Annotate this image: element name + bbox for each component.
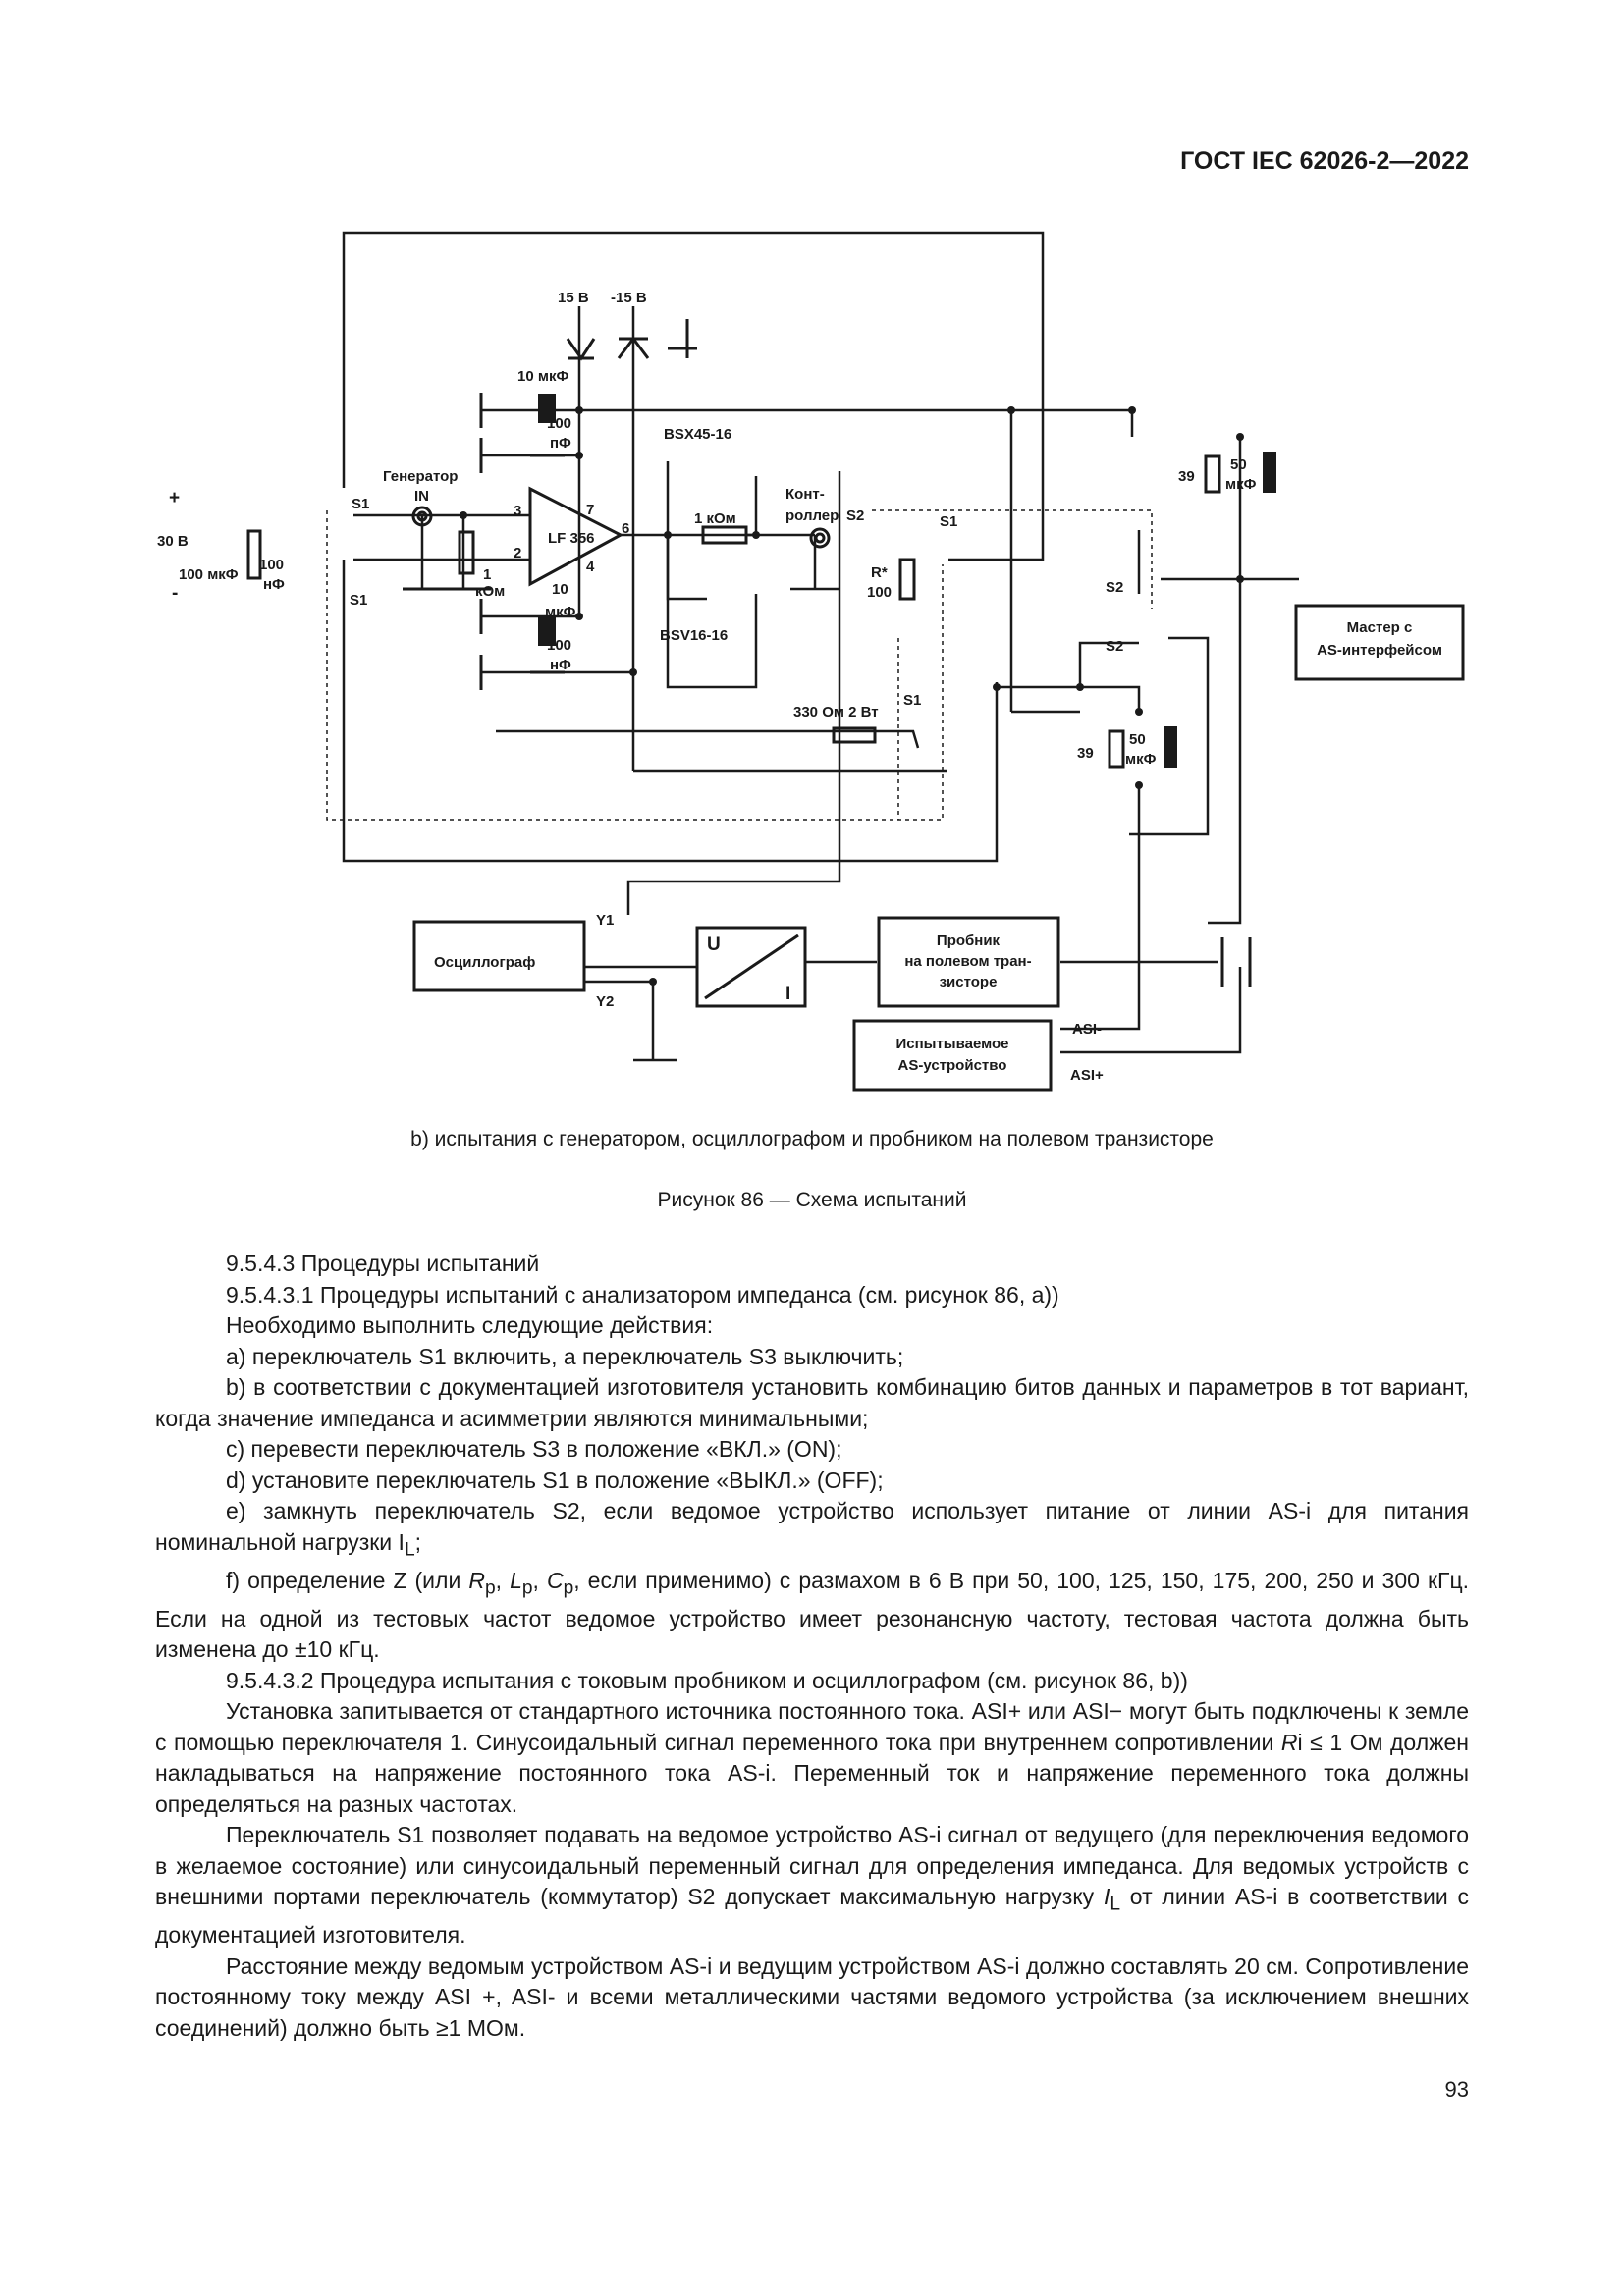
label-gen-in: IN (414, 488, 429, 505)
paragraph-text: i ≤ 1 Ом должен накладываться на напряже… (155, 1729, 1469, 1817)
subscript: p (563, 1577, 574, 1599)
label-pf: пФ (550, 435, 571, 452)
page-number: 93 (1444, 2077, 1469, 2102)
paragraph: Переключатель S1 позволяет подавать на в… (155, 1820, 1469, 1951)
list-item: c) перевести переключатель S3 в положени… (226, 1436, 842, 1462)
label-opamp: LF 356 (548, 530, 595, 547)
label-pin4: 4 (586, 559, 595, 575)
label-nf: нФ (263, 576, 285, 593)
label-kom: кОм (475, 583, 505, 600)
list-item: b) в соответствии с документацией изгото… (155, 1374, 1469, 1431)
label-controller-1: Конт- (785, 486, 825, 503)
list-item-text: f) определение Z (или (226, 1567, 469, 1593)
label-330: 330 Ом 2 Вт (793, 704, 879, 721)
label-y1: Y1 (596, 912, 614, 929)
figure-subcaption: b) испытания с генератором, осциллографо… (410, 1128, 1214, 1150)
dut-box-line2: AS-устройство (898, 1057, 1007, 1074)
paragraph-text: Установка запитывается от стандартного и… (155, 1698, 1469, 1755)
probe-box-line3: зисторе (940, 974, 998, 990)
label-s2-b: S2 (1106, 638, 1123, 655)
label-10uf-top: 10 мкФ (517, 368, 568, 385)
subscript: L (1110, 1894, 1121, 1915)
test-circuit-diagram: 15 В -15 В 10 мкФ 100 пФ BSX45-16 BSV16-… (157, 231, 1465, 1092)
label-39-bottom: 39 (1077, 745, 1094, 762)
label-15v: 15 В (558, 290, 589, 306)
symbol-r: R (1280, 1729, 1298, 1755)
probe-box-line1: Пробник (937, 933, 1001, 949)
label-minus: - (172, 583, 178, 604)
label-1kom: 1 кОм (694, 510, 736, 527)
label-s1-bottom: S1 (903, 692, 921, 709)
symbol-l: L (510, 1567, 522, 1593)
subscript: p (484, 1577, 496, 1599)
label-s1-right: S1 (940, 513, 957, 530)
body-text: 9.5.4.3 Процедуры испытаний 9.5.4.3.1 Пр… (155, 1249, 1469, 2044)
label-pin7: 7 (586, 502, 594, 518)
label-asi-plus: ASI+ (1070, 1067, 1104, 1084)
symbol-i: I (1103, 1884, 1110, 1910)
label-uf: мкФ (545, 604, 576, 620)
label-pin2: 2 (514, 545, 521, 561)
label-s1-a: S1 (352, 496, 369, 512)
converter-u: U (707, 934, 721, 955)
oscilloscope-box: Осциллограф (434, 954, 535, 971)
label-c10: 10 (552, 581, 568, 598)
label-pin3: 3 (514, 503, 521, 519)
label-100uf: 100 мкФ (179, 566, 239, 583)
paragraph: 9.5.4.3 Процедуры испытаний (226, 1251, 540, 1276)
label-r1: 1 (483, 566, 491, 583)
list-item: a) переключатель S1 включить, а переключ… (226, 1343, 904, 1369)
symbol-r: R (468, 1567, 485, 1593)
label-rstar: R* (871, 564, 888, 581)
figure-caption: Рисунок 86 — Схема испытаний (657, 1189, 967, 1211)
paragraph: 9.5.4.3.2 Процедура испытания с токовым … (226, 1667, 1188, 1693)
label-39-top: 39 (1178, 468, 1195, 485)
subscript: p (521, 1577, 533, 1599)
label-controller-2: роллер (785, 507, 839, 524)
label-30v: 30 В (157, 533, 189, 550)
label-minus15v: -15 В (611, 290, 647, 306)
paragraph-text: от линии AS-i в соответствии с документа… (155, 1884, 1469, 1949)
paragraph: Необходимо выполнить следующие действия: (226, 1312, 714, 1338)
probe-box-line2: на полевом тран- (904, 953, 1031, 970)
label-uf-bottom: мкФ (1125, 751, 1157, 768)
label-50-top: 50 (1230, 456, 1247, 473)
list-item: d) установите переключатель S1 в положен… (226, 1467, 884, 1493)
list-item-end: ; (414, 1528, 421, 1555)
dut-box-line1: Испытываемое (895, 1036, 1008, 1052)
subscript: L (404, 1539, 415, 1561)
label-asi-minus: ASI- (1072, 1021, 1102, 1038)
separator: , (532, 1567, 547, 1593)
label-100-nf: 100 (259, 557, 284, 573)
label-nf-b: нФ (550, 657, 571, 673)
label-100-top: 100 (547, 415, 571, 432)
label-c100: 100 (547, 637, 571, 654)
label-y2: Y2 (596, 993, 614, 1010)
list-item-text: , если применимо) с размахом в 6 В при 5… (155, 1567, 1470, 1663)
label-bsv: BSV16-16 (660, 627, 728, 644)
symbol-c: C (546, 1567, 564, 1593)
converter-i: I (785, 984, 790, 1004)
label-50-bottom: 50 (1129, 731, 1146, 748)
list-item-text: e) замкнуть переключатель S2, если ведом… (155, 1498, 1469, 1555)
label-uf-top: мкФ (1225, 476, 1257, 493)
paragraph: 9.5.4.3.1 Процедуры испытаний с анализат… (226, 1281, 1059, 1308)
label-generator: Генератор (383, 468, 458, 485)
label-pin6: 6 (622, 520, 629, 537)
label-bsx: BSX45-16 (664, 426, 731, 443)
standard-header: ГОСТ IEC 62026-2—2022 (1180, 147, 1469, 175)
paragraph: Расстояние между ведомым устройством AS-… (155, 1952, 1469, 2041)
label-s2-top: S2 (846, 507, 864, 524)
list-item: f) определение Z (или Rp, Lp, Cp, если п… (155, 1566, 1469, 1666)
label-s1-b: S1 (350, 592, 367, 609)
list-item: e) замкнуть переключатель S2, если ведом… (155, 1496, 1469, 1566)
master-box-line1: Мастер с (1347, 619, 1413, 636)
separator: , (495, 1567, 511, 1593)
label-r100: 100 (867, 584, 892, 601)
label-plus: + (169, 488, 180, 508)
label-s2-a: S2 (1106, 579, 1123, 596)
paragraph-text: Переключатель S1 позволяет подавать на в… (155, 1822, 1469, 1910)
paragraph: Установка запитывается от стандартного и… (155, 1696, 1469, 1820)
master-box-line2: AS-интерфейсом (1317, 642, 1442, 659)
